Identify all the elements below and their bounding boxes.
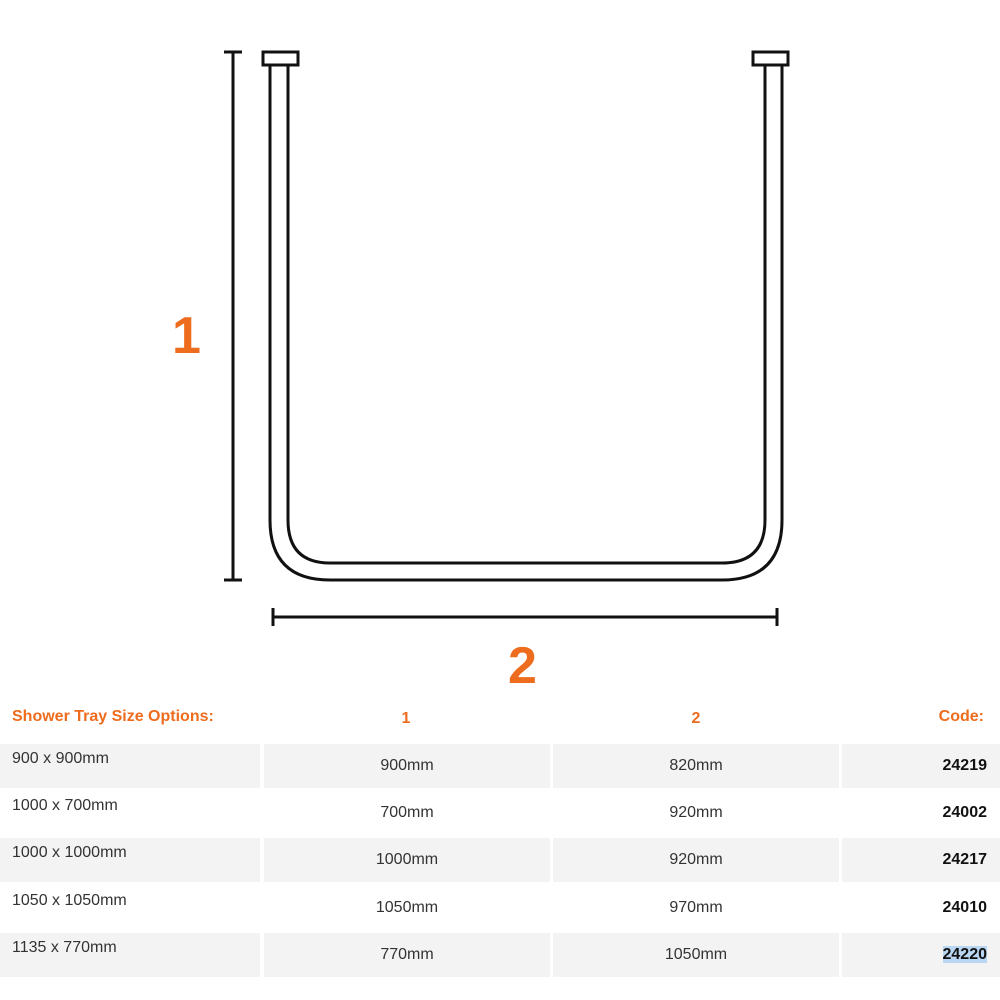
dimension-2-cell: 1050mm bbox=[553, 932, 839, 977]
header-code: Code: bbox=[938, 708, 984, 725]
dimension-1-cell: 1000mm bbox=[264, 838, 550, 883]
dimension-2-label: 2 bbox=[508, 637, 537, 695]
selected-code-text[interactable]: 24220 bbox=[942, 945, 987, 963]
dimension-2-line bbox=[271, 608, 779, 626]
table-header: Shower Tray Size Options: 1 2 Code: bbox=[0, 698, 1000, 744]
size-cell: 900 x 900mm bbox=[0, 744, 260, 788]
dimension-1-cell: 700mm bbox=[380, 804, 434, 822]
table-row: 1000 x 700mm 700mm 920mm 24002 bbox=[0, 791, 1000, 838]
dimension-1-cell: 900mm bbox=[264, 744, 550, 788]
rail-inner-outline bbox=[286, 66, 767, 565]
right-ceiling-bracket bbox=[751, 50, 790, 67]
size-cell: 1000 x 700mm bbox=[12, 797, 118, 815]
dimension-2-cell: 920mm bbox=[669, 804, 723, 822]
dimension-2-cell: 970mm bbox=[669, 898, 723, 916]
header-dimension-2: 2 bbox=[691, 710, 701, 727]
u-shaped-shower-rail-drawing bbox=[224, 50, 790, 626]
dimension-2-cell: 920mm bbox=[553, 838, 839, 883]
code-cell: 24002 bbox=[942, 804, 988, 822]
size-cell: 1135 x 770mm bbox=[0, 932, 260, 977]
code-cell: 24010 bbox=[942, 898, 988, 916]
rail-outer-outline bbox=[268, 66, 784, 582]
code-cell: 24219 bbox=[842, 744, 1000, 788]
size-options-table: Shower Tray Size Options: 1 2 Code: 900 … bbox=[0, 698, 1000, 980]
table-row: 1135 x 770mm 770mm 1050mm 24220 bbox=[0, 932, 1000, 980]
dimension-1-line bbox=[224, 50, 242, 582]
code-cell: 24217 bbox=[842, 838, 1000, 883]
dimension-1-label: 1 bbox=[172, 307, 201, 365]
dimension-2-cell: 820mm bbox=[553, 744, 839, 788]
header-size-options: Shower Tray Size Options: bbox=[12, 708, 214, 725]
size-cell: 1050 x 1050mm bbox=[12, 891, 127, 909]
dimension-1-cell: 1050mm bbox=[375, 898, 439, 916]
size-cell: 1000 x 1000mm bbox=[0, 838, 260, 883]
left-ceiling-bracket bbox=[261, 50, 300, 67]
table-row: 1050 x 1050mm 1050mm 970mm 24010 bbox=[0, 886, 1000, 933]
table-row: 900 x 900mm 900mm 820mm 24219 bbox=[0, 744, 1000, 791]
code-cell: 24220 bbox=[842, 932, 1000, 977]
dimension-1-cell: 770mm bbox=[264, 932, 550, 977]
table-row: 1000 x 1000mm 1000mm 920mm 24217 bbox=[0, 838, 1000, 885]
header-dimension-1: 1 bbox=[401, 710, 411, 727]
rail-diagram: 1 2 bbox=[172, 50, 790, 695]
